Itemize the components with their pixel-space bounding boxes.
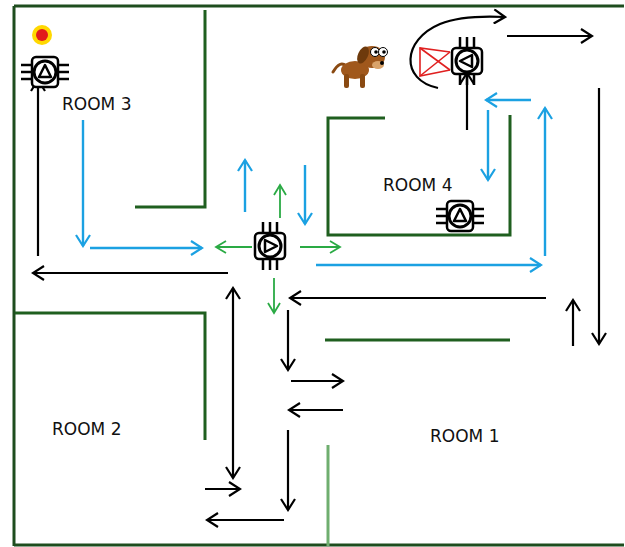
robot-symbol [21,57,69,87]
room-label: ROOM 2 [52,420,121,439]
robot-symbol [255,222,285,270]
dog-figure [333,45,388,88]
room-label: ROOM 3 [62,95,131,114]
sensor-cone [420,48,450,76]
path-arrow [33,17,599,520]
room-label: ROOM 4 [383,176,452,195]
direction-arrow [216,185,340,313]
outer-wall [14,6,624,546]
robot-symbol [436,201,484,231]
room-label: ROOM 1 [430,427,499,446]
alert-dot [36,29,48,41]
robot-symbol [452,37,482,85]
robot-route-arrow [83,100,545,265]
alert-ring [32,25,52,45]
room-wall [327,445,330,546]
room-wall [15,10,510,440]
